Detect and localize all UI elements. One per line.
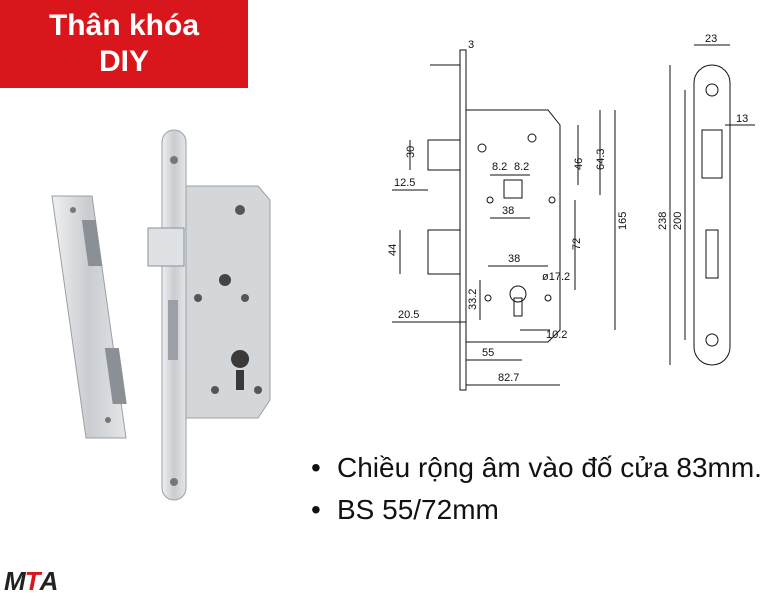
technical-drawing: 3 30 12.5 8.2 8.2 46 64.3 38 165 72 44 3… bbox=[387, 33, 755, 391]
dim-38-top: 38 bbox=[502, 205, 514, 217]
dim-38-bottom: 38 bbox=[508, 253, 520, 265]
title-badge: Thân khóa DIY bbox=[0, 0, 248, 88]
dim-23: 23 bbox=[705, 33, 717, 45]
dim-64-3: 64.3 bbox=[595, 149, 607, 170]
dim-12-5: 12.5 bbox=[394, 177, 415, 189]
dim-165: 165 bbox=[617, 212, 629, 230]
spec-bullet-list: Chiều rộng âm vào đố cửa 83mm. BS 55/72m… bbox=[305, 450, 775, 534]
dim-33-2: 33.2 bbox=[467, 289, 479, 310]
dim-200: 200 bbox=[672, 212, 684, 230]
dim-72: 72 bbox=[571, 238, 583, 250]
dim-238: 238 bbox=[657, 212, 669, 230]
dim-55: 55 bbox=[482, 347, 494, 359]
dim-8-2-b: 8.2 bbox=[514, 161, 529, 173]
dim-3: 3 bbox=[468, 39, 474, 51]
dim-82-7: 82.7 bbox=[498, 372, 519, 384]
lock-body-photo bbox=[51, 129, 271, 501]
dim-13: 13 bbox=[736, 113, 748, 125]
title-line-1: Thân khóa bbox=[48, 9, 199, 42]
bullet-width: Chiều rộng âm vào đố cửa 83mm. bbox=[305, 450, 775, 486]
bullet-backset: BS 55/72mm bbox=[305, 492, 775, 528]
dim-46: 46 bbox=[573, 158, 585, 170]
logo-letter-a: A bbox=[39, 566, 59, 596]
dim-20-5: 20.5 bbox=[398, 309, 419, 321]
dim-10-2: 10.2 bbox=[546, 329, 567, 341]
dim-dia-17-2: ø17.2 bbox=[542, 271, 570, 283]
dim-30: 30 bbox=[405, 146, 417, 158]
logo-letter-t: T bbox=[24, 566, 41, 596]
dim-8-2-a: 8.2 bbox=[492, 161, 507, 173]
brand-logo: MTA bbox=[4, 566, 59, 597]
dim-44: 44 bbox=[387, 244, 399, 256]
title-line-2: DIY bbox=[98, 45, 149, 78]
logo-letter-m: M bbox=[4, 566, 26, 596]
